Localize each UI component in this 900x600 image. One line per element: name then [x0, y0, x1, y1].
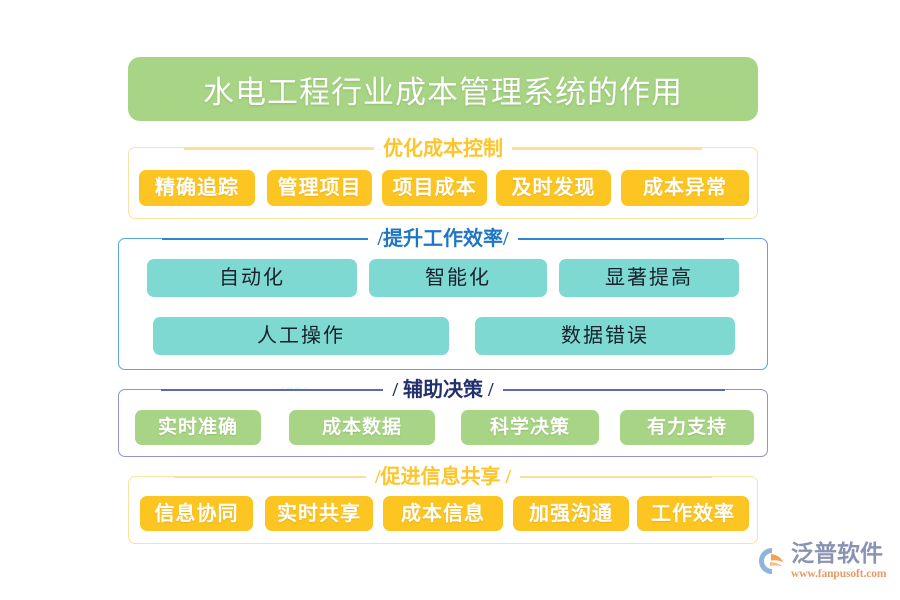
chip-sharing-0[interactable]: 信息协同 [140, 496, 253, 531]
chip-decision-0[interactable]: 实时准确 [135, 410, 261, 445]
chip-sharing-3[interactable]: 加强沟通 [513, 496, 629, 531]
brand-text: 泛普软件 www.fanpusoft.com [791, 541, 887, 580]
section-improve-work-efficiency: 自动化 智能化 显著提高 人工操作 数据错误 [118, 238, 768, 370]
chip-optimize-0[interactable]: 精确追踪 [139, 170, 255, 206]
brand-logo: 泛普软件 www.fanpusoft.com [758, 538, 894, 584]
fanpu-logo-icon [758, 547, 786, 575]
chip-efficiency-0[interactable]: 自动化 [147, 259, 357, 297]
chip-optimize-2[interactable]: 项目成本 [382, 170, 487, 206]
brand-url: www.fanpusoft.com [791, 567, 887, 580]
chip-sharing-4[interactable]: 工作效率 [637, 496, 749, 531]
section-assist-decision: 实时准确 成本数据 科学决策 有力支持 [118, 389, 768, 457]
section-optimize-cost-control: 精确追踪 管理项目 项目成本 及时发现 成本异常 [128, 147, 758, 219]
chip-decision-1[interactable]: 成本数据 [289, 410, 435, 445]
chip-efficiency-2[interactable]: 显著提高 [559, 259, 739, 297]
chip-decision-3[interactable]: 有力支持 [620, 410, 754, 445]
brand-name: 泛普软件 [791, 541, 883, 567]
page-title: 水电工程行业成本管理系统的作用 [203, 74, 683, 110]
chip-sharing-1[interactable]: 实时共享 [265, 496, 373, 531]
chip-optimize-1[interactable]: 管理项目 [267, 170, 372, 206]
chip-sharing-2[interactable]: 成本信息 [383, 496, 503, 531]
chip-efficiency-4[interactable]: 数据错误 [475, 317, 735, 355]
chip-efficiency-3[interactable]: 人工操作 [153, 317, 449, 355]
chip-optimize-3[interactable]: 及时发现 [496, 170, 611, 206]
chip-optimize-4[interactable]: 成本异常 [621, 170, 749, 206]
title-banner: 水电工程行业成本管理系统的作用 [128, 57, 758, 121]
chip-decision-2[interactable]: 科学决策 [461, 410, 599, 445]
section-promote-info-sharing: 信息协同 实时共享 成本信息 加强沟通 工作效率 [128, 476, 758, 544]
chip-efficiency-1[interactable]: 智能化 [369, 259, 547, 297]
